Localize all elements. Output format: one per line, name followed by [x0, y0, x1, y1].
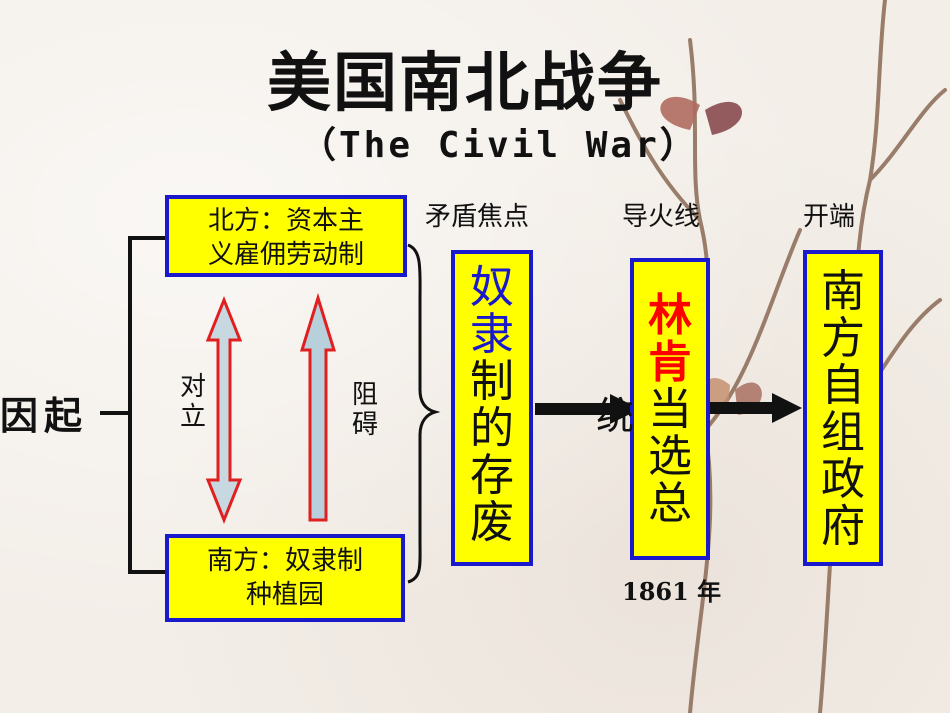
- south-line-2: 种植园: [245, 580, 324, 610]
- start-box: 南方自组政府: [803, 250, 883, 566]
- double-arrow-icon: [205, 295, 243, 525]
- header-fuse: 导火线: [622, 202, 701, 232]
- focus-box: 奴隶 制的存废: [451, 250, 533, 566]
- cause-label: 因起: [0, 394, 89, 438]
- south-box: 南方：奴隶制 种植园: [165, 534, 405, 622]
- start-text: 南方自组政府: [821, 266, 865, 552]
- year-label: 1861 年: [622, 577, 722, 606]
- relation-opposed: 对立: [179, 372, 206, 432]
- up-arrow-icon: [299, 292, 337, 522]
- focus-highlight: 奴隶: [470, 262, 514, 360]
- page-subtitle: （The Civil War）: [300, 125, 699, 166]
- right-arrow-icon: [708, 393, 802, 423]
- fuse-highlight: 林肯: [648, 290, 692, 388]
- relation-hinder: 阻碍: [351, 380, 378, 440]
- fuse-rest: 当选总: [648, 384, 692, 529]
- header-start: 开端: [803, 202, 856, 232]
- north-line-1: 北方：资本主: [207, 206, 364, 236]
- header-focus: 矛盾焦点: [425, 202, 530, 232]
- focus-rest: 制的存废: [470, 356, 514, 548]
- butterfly-icon: [660, 96, 743, 135]
- north-box: 北方：资本主 义雇佣劳动制: [165, 195, 407, 277]
- south-line-1: 南方：奴隶制: [206, 546, 363, 576]
- fuse-box: 林肯 当选总: [630, 258, 710, 560]
- north-line-2: 义雇佣劳动制: [207, 240, 364, 270]
- page-title: 美国南北战争: [267, 47, 663, 121]
- fuse-overflow-char: 统: [596, 394, 635, 438]
- brace: [407, 243, 441, 584]
- right-arrow-icon: [535, 394, 640, 424]
